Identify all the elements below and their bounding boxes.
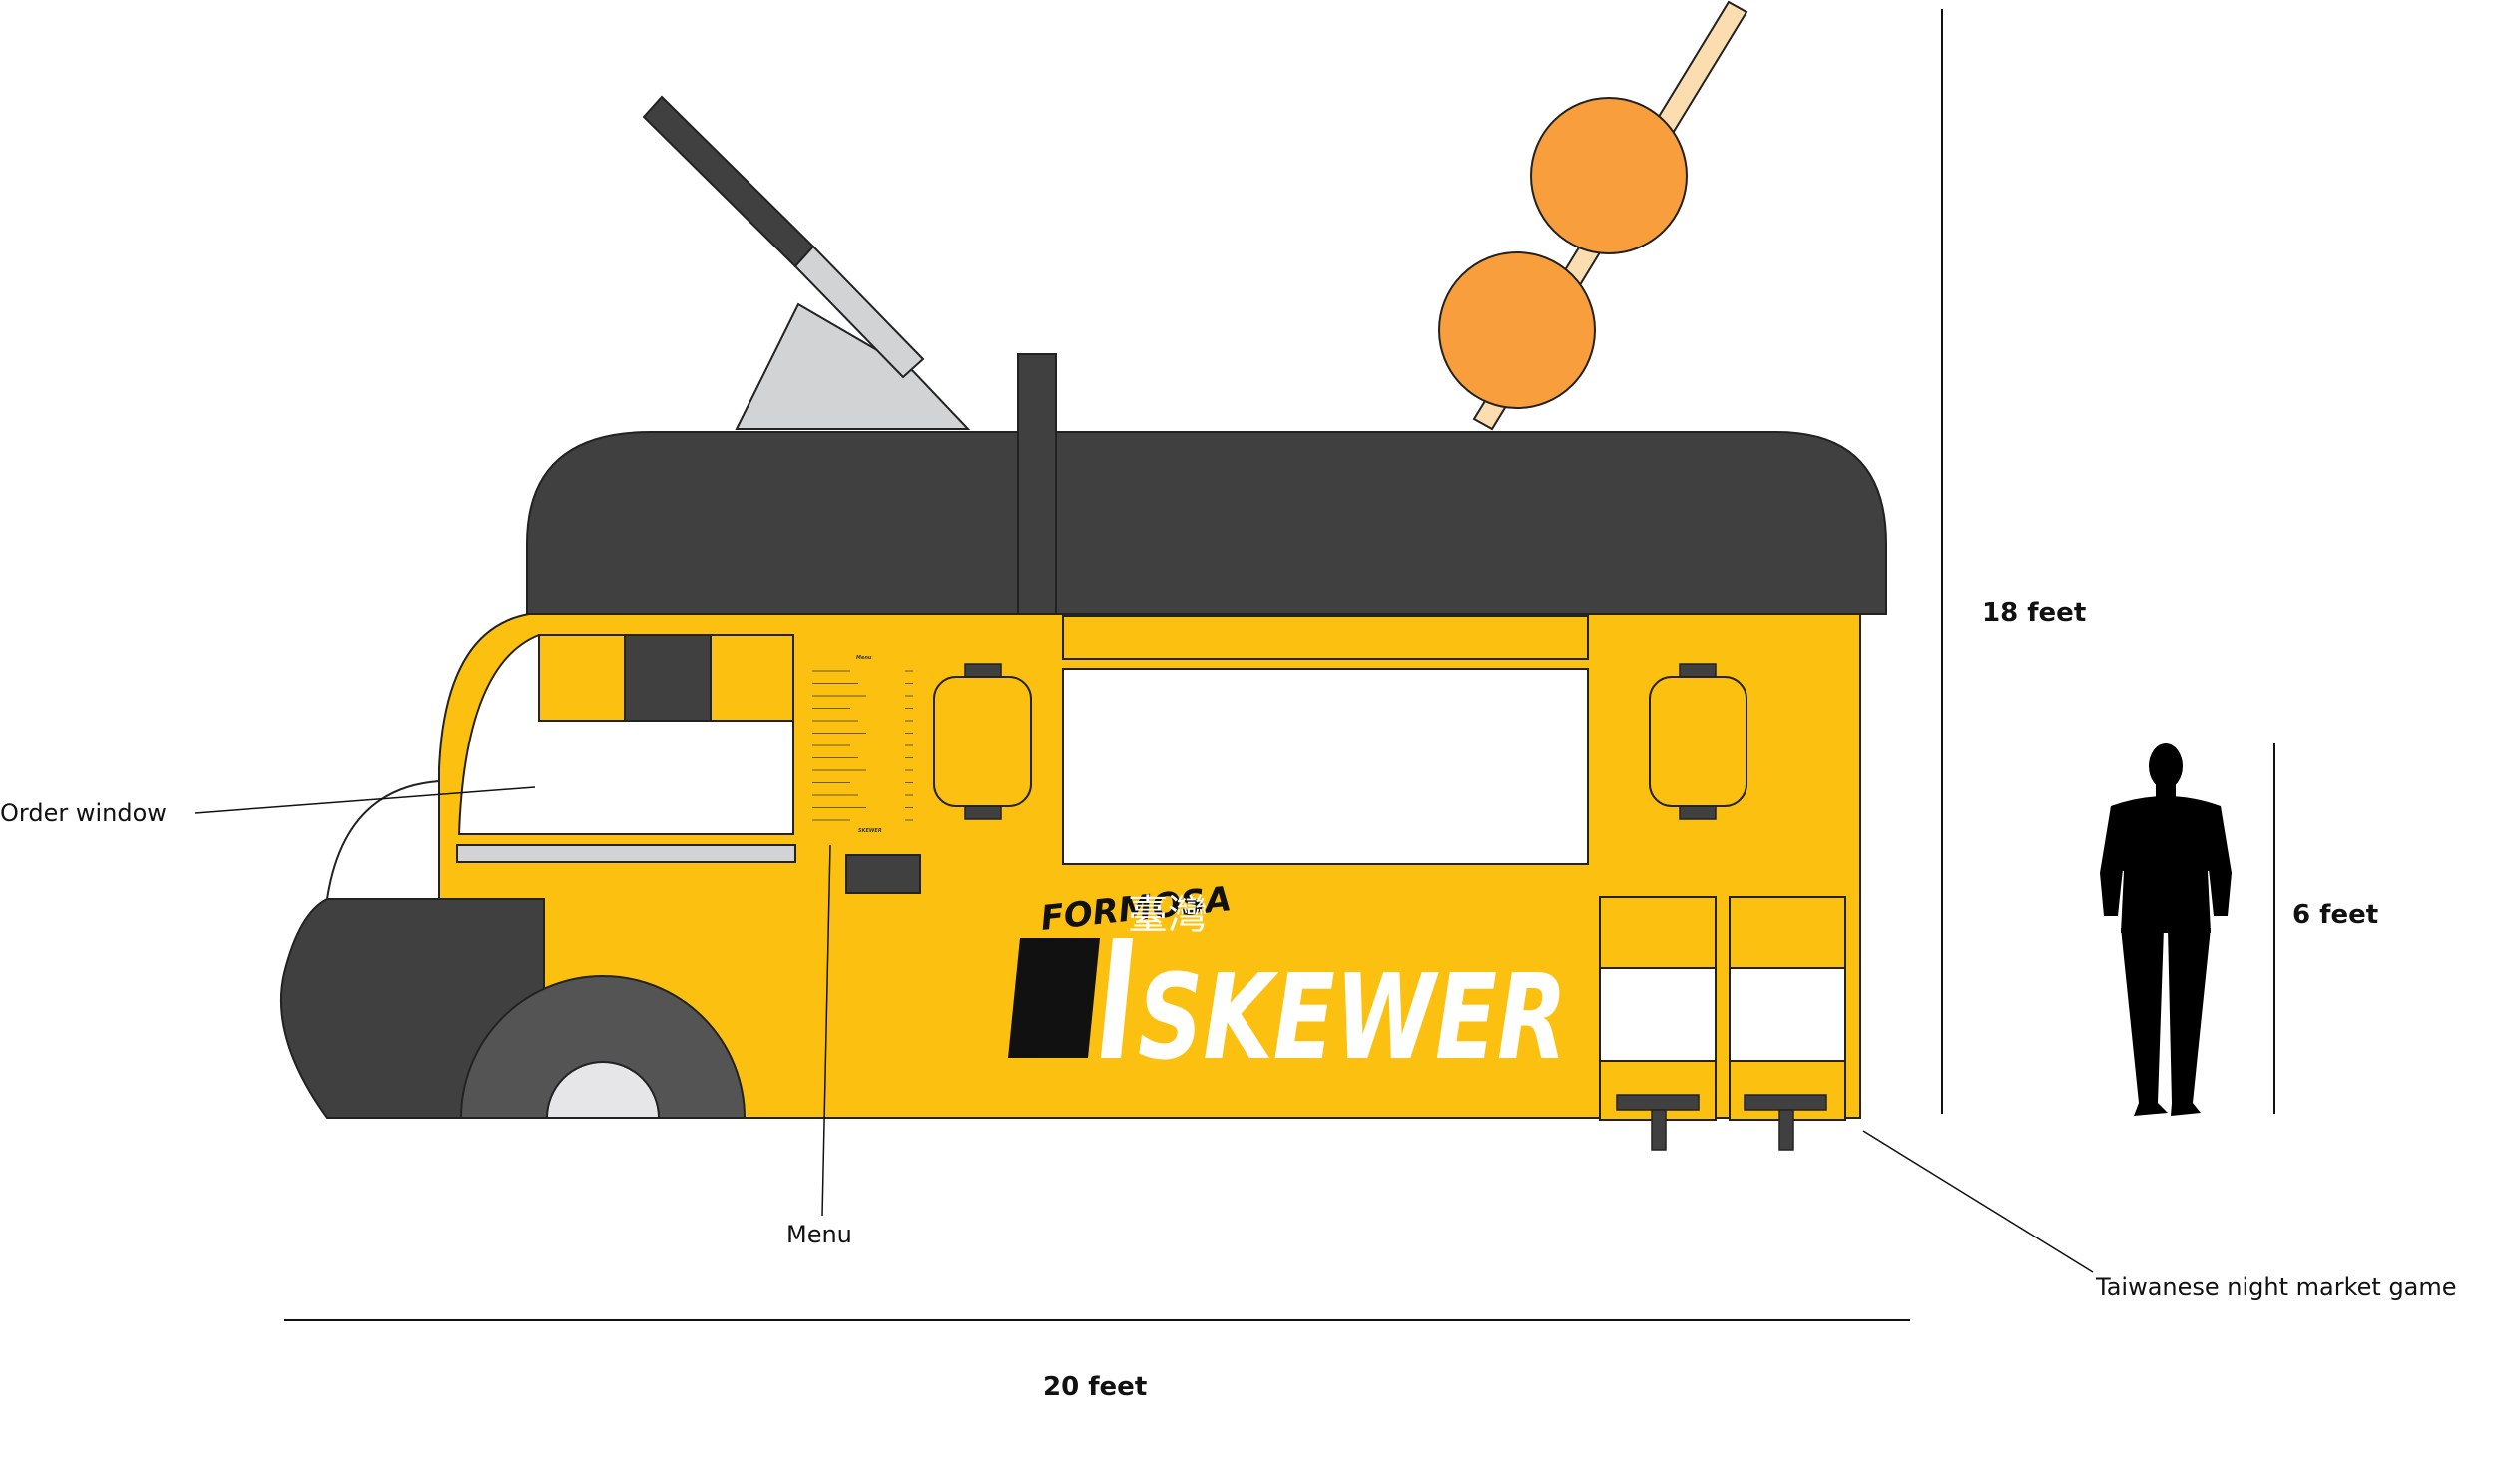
callout-line-menu	[821, 844, 831, 1217]
wheel-icon	[459, 975, 747, 1119]
menu-heading: Menu	[856, 655, 872, 661]
menu-footer-logo: SKEWER	[858, 828, 882, 834]
dimension-truck-length: 20 feet	[1043, 1372, 1147, 1402]
chimney	[1017, 353, 1057, 615]
lantern-icon	[1649, 663, 1747, 820]
truck-roof	[526, 431, 1887, 615]
game-booth	[1729, 896, 1846, 1151]
service-window-awning	[1062, 615, 1589, 660]
brand-logo: FORMOSA 臺灣 SKEWER	[925, 879, 1567, 1086]
dimension-person-height: 6 feet	[2292, 900, 2378, 930]
brand-skewer: SKEWER	[1138, 948, 1567, 1086]
label-game: Taiwanese night market game	[2095, 1273, 2457, 1301]
menu-board: Menu SKEWER	[812, 655, 913, 834]
game-booth	[1599, 896, 1717, 1151]
service-window	[1062, 668, 1589, 865]
cleaver-icon	[642, 95, 971, 430]
payment-box	[845, 854, 921, 894]
dimension-truck-height: 18 feet	[1982, 598, 2086, 628]
callout-line-order-window	[194, 786, 536, 814]
brand-chinese: 臺灣	[1128, 892, 1208, 938]
callout-line-game	[1862, 1130, 2094, 1273]
label-order-window: Order window	[0, 799, 167, 827]
order-window	[456, 634, 796, 863]
meatball-skewer-icon	[1438, 0, 1748, 431]
person-silhouette-icon	[2100, 743, 2232, 1116]
label-menu: Menu	[786, 1221, 852, 1248]
brand-glyph	[925, 938, 1133, 1058]
lantern-icon	[933, 663, 1032, 820]
